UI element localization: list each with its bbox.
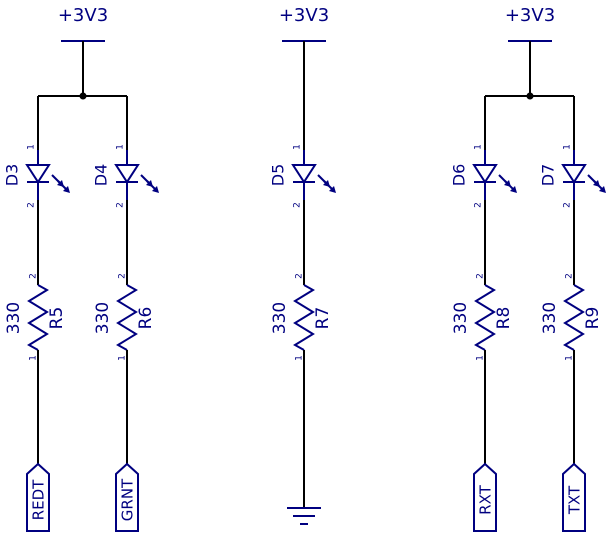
resistor-pin-number: 1 [118,355,128,361]
resistor-zigzag [563,284,585,351]
led-designator: D4 [92,164,111,187]
light-arrowhead-icon [63,186,70,193]
junction-dot [79,92,87,100]
resistor-zigzag [293,284,315,351]
led-pin-number: 2 [563,202,573,208]
led-triangle [561,164,587,184]
resistor-pin-number: 1 [295,355,305,361]
led-triangle [291,164,317,184]
net-label-port [473,462,497,532]
led-pin-number: 1 [474,144,484,150]
light-arrowhead-icon [599,186,606,193]
led-pin-number: 1 [116,144,126,150]
resistor-designator: R6 [136,307,156,330]
led-pin-number: 1 [27,144,37,150]
resistor-pin-number: 1 [29,355,39,361]
resistor-designator: R7 [313,307,333,330]
resistor-value: 330 [93,302,113,334]
resistor-designator: R9 [583,307,603,330]
led-designator: D3 [3,164,22,187]
resistor-zigzag [474,284,496,351]
power-supply-3v3: +3V3 [58,5,108,42]
light-arrowhead-icon [510,186,517,193]
supply-label: +3V3 [505,5,555,26]
resistor-designator: R5 [47,307,67,330]
resistor-pin-number: 1 [565,355,575,361]
net-label-text: REDT [30,479,48,520]
resistor-pin-number: 2 [29,273,39,279]
light-arrowhead-icon [329,186,336,193]
led-triangle [25,164,51,184]
led-triangle [472,164,498,184]
resistor-value: 330 [540,302,560,334]
power-supply-3v3: +3V3 [279,5,329,42]
net-label-text: TXT [566,485,584,515]
resistor-value: 330 [270,302,290,334]
light-arrowhead-icon [152,186,159,193]
led-pin-number: 1 [563,144,573,150]
led-designator: D6 [450,164,469,187]
supply-label: +3V3 [58,5,108,26]
power-supply-3v3: +3V3 [505,5,555,42]
led-pin-number: 2 [474,202,484,208]
resistor-pin-number: 2 [476,273,486,279]
led-pin-number: 1 [293,144,303,150]
led-designator: D5 [269,164,288,187]
junction-dot [526,92,534,100]
net-label-text: RXT [477,484,495,514]
led-pin-number: 2 [116,202,126,208]
supply-label: +3V3 [279,5,329,26]
led-pin-number: 2 [293,202,303,208]
led-designator: D7 [539,164,558,187]
net-label-port [115,462,139,532]
led-resistor-branch: 1 2 D5 2 1 330 R7 [269,41,336,525]
net-label-port [26,462,50,532]
resistor-pin-number: 1 [476,355,486,361]
resistor-pin-number: 2 [565,273,575,279]
resistor-designator: R8 [494,307,514,330]
resistor-value: 330 [451,302,471,334]
net-label-port [562,462,586,532]
resistor-pin-number: 2 [295,273,305,279]
net-label-text: GRNT [119,478,137,521]
led-triangle [114,164,140,184]
resistor-zigzag [116,284,138,351]
resistor-value: 330 [4,302,24,334]
resistor-pin-number: 2 [118,273,128,279]
resistor-zigzag [27,284,49,351]
led-pin-number: 2 [27,202,37,208]
